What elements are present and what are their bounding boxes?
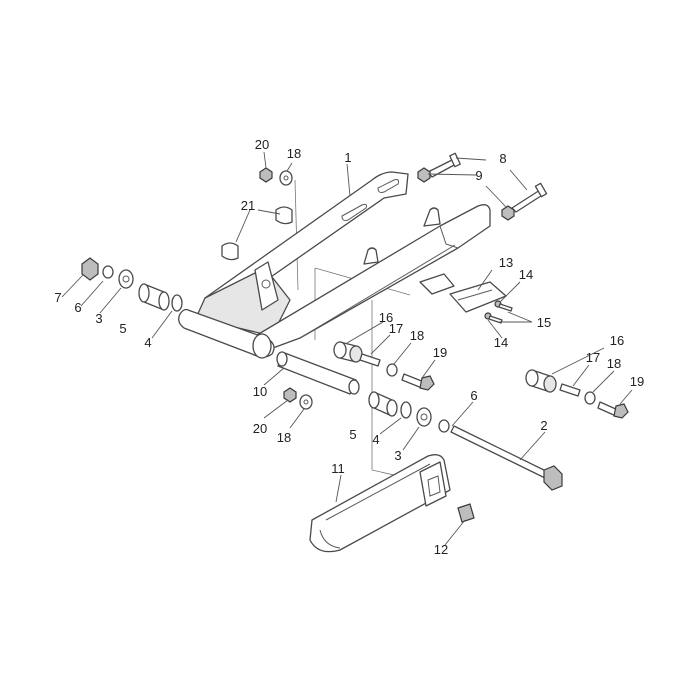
callout-3: 3 — [394, 448, 401, 463]
callout-5: 5 — [119, 321, 126, 336]
callout-7: 7 — [54, 290, 61, 305]
callout-3: 3 — [95, 311, 102, 326]
callout-2: 2 — [540, 418, 547, 433]
callout-20: 20 — [253, 421, 267, 436]
callout-9: 9 — [475, 168, 482, 183]
callout-18: 18 — [607, 356, 621, 371]
chain-slider — [309, 454, 451, 553]
callout-20: 20 — [255, 137, 269, 152]
callout-4: 4 — [372, 432, 379, 447]
swingarm-shock-mount — [254, 261, 279, 311]
pivot-shaft — [276, 351, 360, 395]
lower-bolt-washer — [283, 387, 313, 410]
swingarm-near-arm — [251, 204, 491, 353]
callout-17: 17 — [389, 321, 403, 336]
callout-labels: 1 2 3 3 4 4 5 5 6 6 7 8 9 10 11 12 13 14… — [54, 137, 644, 557]
callout-16: 16 — [379, 310, 393, 325]
shock-bushing-left — [333, 341, 435, 391]
callout-1: 1 — [344, 150, 351, 165]
top-bolt-washer — [259, 167, 293, 186]
slider-pad — [457, 503, 475, 523]
callout-19: 19 — [433, 345, 447, 360]
callout-15: 15 — [537, 315, 551, 330]
callout-19: 19 — [630, 374, 644, 389]
axle-nuts — [417, 167, 515, 221]
callout-6: 6 — [470, 388, 477, 403]
callout-14: 14 — [519, 267, 533, 282]
callout-11: 11 — [331, 461, 345, 476]
callout-13: 13 — [499, 255, 513, 270]
guard-bracket-plate — [449, 281, 513, 324]
swingarm-guard-mount — [419, 273, 455, 295]
leader-lines — [61, 151, 633, 546]
swingarm-body — [178, 171, 491, 359]
callout-6: 6 — [74, 300, 81, 315]
callout-21: 21 — [241, 198, 255, 213]
callout-17: 17 — [586, 350, 600, 365]
callout-16: 16 — [610, 333, 624, 348]
callout-18: 18 — [277, 430, 291, 445]
left-pivot-stack — [81, 257, 183, 312]
callout-12: 12 — [434, 542, 448, 557]
swingarm-mid-bracket — [363, 247, 379, 265]
cable-clamps — [221, 206, 293, 261]
shock-bushing-right — [525, 369, 629, 419]
swingarm-far-slot — [341, 203, 367, 221]
center-pivot-stack — [368, 391, 563, 491]
pivot-bolt — [450, 425, 549, 479]
callout-4: 4 — [144, 335, 151, 350]
swingarm-pivot-tube — [178, 308, 275, 358]
axle-bolts — [427, 152, 548, 213]
callout-8: 8 — [499, 151, 506, 166]
callout-18: 18 — [287, 146, 301, 161]
callout-14: 14 — [494, 335, 508, 350]
swingarm-top-bracket — [423, 207, 441, 227]
callout-10: 10 — [253, 384, 267, 399]
callout-18: 18 — [410, 328, 424, 343]
callout-5: 5 — [349, 427, 356, 442]
